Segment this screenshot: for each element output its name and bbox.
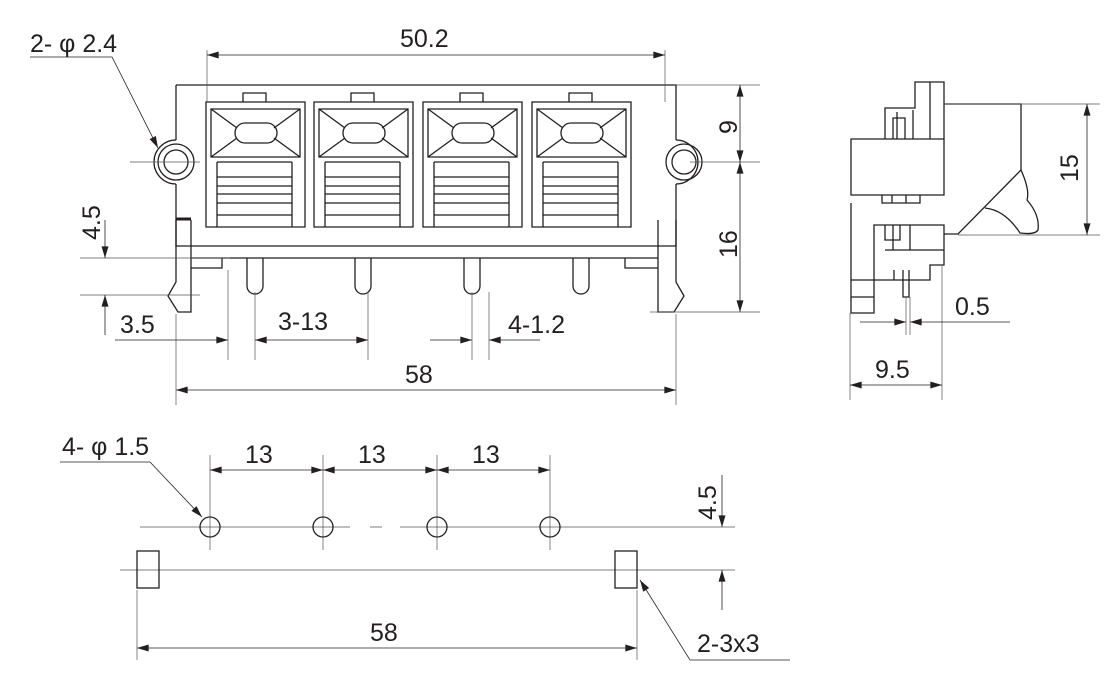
footprint-pad — [614, 550, 638, 589]
footprint-hole — [539, 516, 561, 538]
lever-face — [210, 108, 301, 158]
label-depth: 9.5 — [875, 356, 910, 384]
label-height-lower: 16 — [715, 230, 743, 258]
footprint-hole — [312, 516, 334, 538]
label-row-offset: 4.5 — [694, 485, 722, 520]
terminal-module — [422, 92, 523, 228]
module-tab — [568, 92, 593, 102]
grille — [324, 161, 401, 227]
label-footprint-width: 58 — [370, 619, 398, 647]
lever-face — [536, 108, 627, 158]
module-frame — [422, 101, 523, 228]
module-frame — [205, 101, 306, 228]
front-view — [153, 84, 703, 313]
label-pin-offset: 4.5 — [78, 205, 106, 240]
terminal-module — [531, 92, 632, 228]
label-holes: 2- φ 2.4 — [30, 30, 117, 58]
pin — [246, 258, 264, 295]
module-tab — [350, 92, 375, 102]
label-side-height: 15 — [1056, 154, 1084, 182]
footprint-pad — [136, 550, 160, 589]
label-pitch-1: 13 — [245, 441, 273, 469]
grille — [216, 161, 293, 227]
label-pads: 2-3x3 — [697, 630, 760, 658]
terminal-module — [313, 92, 414, 228]
footprint-hole — [426, 516, 448, 538]
label-overall-width: 58 — [405, 361, 433, 389]
module-tab — [242, 92, 267, 102]
label-height-upper: 9 — [715, 120, 743, 134]
label-footprint-holes: 4- φ 1.5 — [62, 433, 149, 461]
wire-slot — [451, 122, 495, 144]
terminal-module — [205, 92, 306, 228]
module-frame — [531, 101, 632, 228]
label-pin-thickness: 0.5 — [955, 293, 990, 321]
pin — [572, 258, 590, 295]
leg-right — [657, 220, 685, 313]
pin — [463, 258, 481, 295]
wire-slot — [560, 122, 604, 144]
label-pitch-2: 13 — [358, 441, 386, 469]
label-pin-pitch: 3-13 — [278, 308, 328, 336]
grille — [542, 161, 619, 227]
base-bar — [191, 245, 658, 269]
footprint-view — [120, 455, 735, 660]
module-frame — [313, 101, 414, 228]
wire-slot — [234, 122, 278, 144]
label-edge-offset: 3.5 — [120, 311, 155, 339]
lever-face — [427, 108, 518, 158]
module-tab — [459, 92, 484, 102]
label-pitch-3: 13 — [472, 441, 500, 469]
label-width-top: 50.2 — [400, 25, 449, 53]
leg-left — [167, 220, 192, 313]
footprint-hole — [199, 516, 221, 538]
grille — [433, 161, 510, 227]
lever-face — [318, 108, 409, 158]
pin — [354, 258, 372, 295]
wire-slot — [342, 122, 386, 144]
label-pin-width: 4-1.2 — [508, 311, 565, 339]
side-view — [850, 81, 1039, 314]
